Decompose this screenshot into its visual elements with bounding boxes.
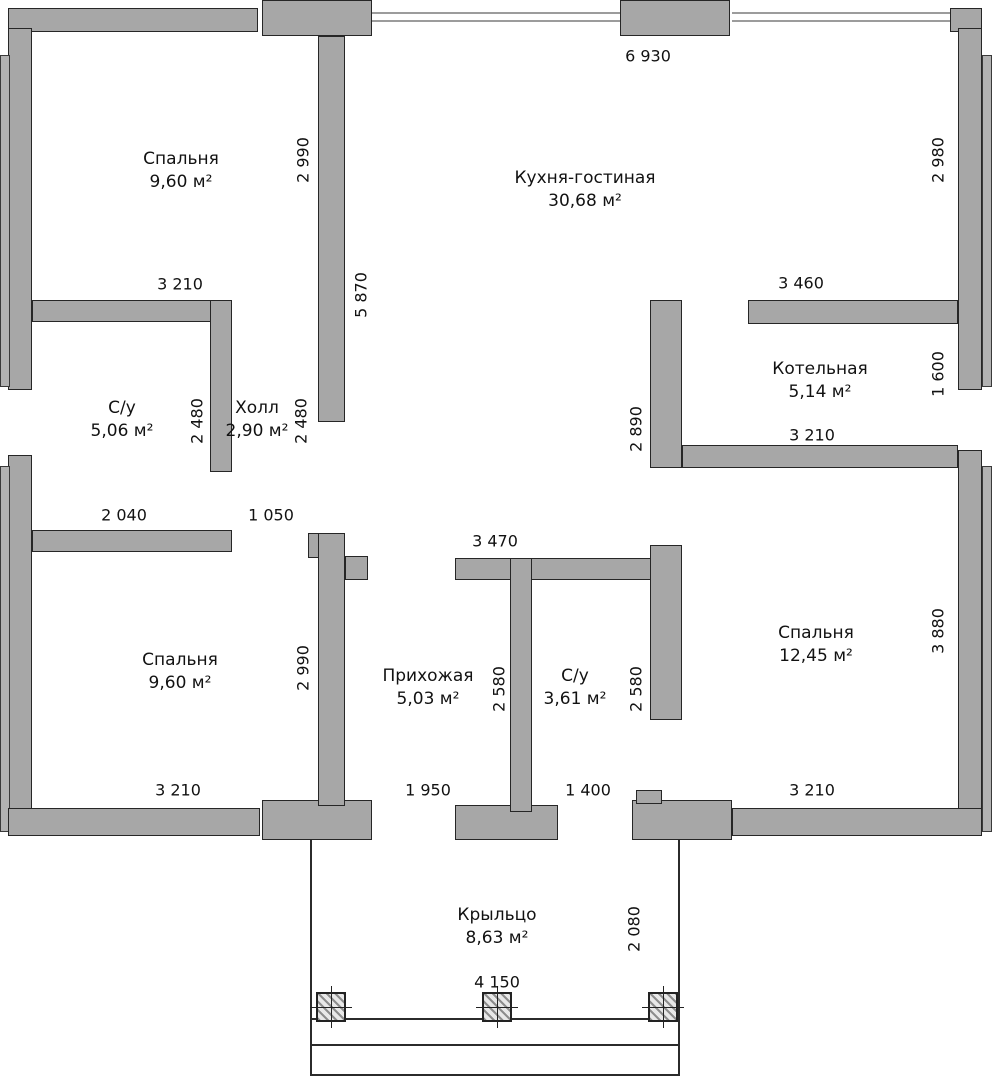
room-name: С/у xyxy=(561,666,589,686)
dim-label: 1 050 xyxy=(248,505,294,525)
room-label-bathroom-1: С/у 5,06 м² xyxy=(91,397,154,443)
dim-label: 2 480 xyxy=(291,398,311,444)
room-name: Прихожая xyxy=(382,666,474,686)
wall-center-lower-tab xyxy=(345,556,368,580)
room-area: 30,68 м² xyxy=(548,191,622,211)
window-top-kitchen-left xyxy=(372,12,620,22)
wall-bath1-right xyxy=(210,300,232,472)
room-label-bedroom-2: Спальня 9,60 м² xyxy=(142,649,218,695)
room-area: 9,60 м² xyxy=(149,172,213,192)
dim-label: 2 990 xyxy=(293,645,313,691)
wall-bath1-bottom xyxy=(32,530,232,552)
dim-label: 3 210 xyxy=(155,780,201,800)
dim-label: 3 880 xyxy=(928,608,948,654)
room-area: 3,61 м² xyxy=(543,689,607,709)
wall-bath2-left xyxy=(510,558,532,812)
dim-label: 1 400 xyxy=(565,780,611,800)
room-area: 5,14 м² xyxy=(788,382,852,402)
dim-label: 3 470 xyxy=(472,531,518,551)
room-label-entry: Прихожая 5,03 м² xyxy=(382,665,473,711)
room-label-porch: Крыльцо 8,63 м² xyxy=(457,904,536,950)
dim-label: 2 580 xyxy=(489,666,509,712)
porch-column-right xyxy=(642,986,684,1028)
room-area: 9,60 м² xyxy=(148,673,212,693)
wall-pier-bottom-left xyxy=(262,800,372,840)
wall-boiler-bottom xyxy=(682,445,958,468)
window-right-upper xyxy=(982,55,992,387)
room-area: 5,06 м² xyxy=(90,421,154,441)
wall-pier-top-right xyxy=(620,0,730,36)
room-area: 12,45 м² xyxy=(779,646,853,666)
wall-pier-bottom-right xyxy=(632,800,732,840)
dim-label: 4 150 xyxy=(474,972,520,992)
dim-label: 6 930 xyxy=(625,46,671,66)
dim-label: 1 950 xyxy=(405,780,451,800)
room-name: Котельная xyxy=(772,359,868,379)
dim-label: 2 080 xyxy=(624,906,644,952)
room-label-kitchen-living: Кухня-гостиная 30,68 м² xyxy=(514,167,655,213)
porch-right-edge xyxy=(678,840,680,1076)
room-area: 2,90 м² xyxy=(225,421,289,441)
wall-center-upper xyxy=(318,36,345,422)
room-label-bathroom-2: С/у 3,61 м² xyxy=(544,665,607,711)
room-name: Кухня-гостиная xyxy=(514,168,656,188)
wall-bottom-right xyxy=(732,808,982,836)
wall-bottom-left xyxy=(8,808,260,836)
porch-step-line-3 xyxy=(310,1074,680,1076)
dim-label: 1 600 xyxy=(928,351,948,397)
room-name: Спальня xyxy=(778,623,854,643)
room-name: Спальня xyxy=(143,149,219,169)
dim-label: 3 460 xyxy=(778,273,824,293)
wall-boiler-top xyxy=(748,300,958,324)
room-name: Крыльцо xyxy=(457,905,537,925)
room-label-bedroom-3: Спальня 12,45 м² xyxy=(778,622,854,668)
wall-pier-bottom-notch xyxy=(636,790,662,804)
room-label-hall: Холл 2,90 м² xyxy=(226,397,289,443)
wall-bath2-right xyxy=(650,545,682,720)
porch-step-line-2 xyxy=(310,1044,680,1046)
wall-left-upper xyxy=(8,28,32,390)
wall-boiler-left xyxy=(650,300,682,468)
dim-label: 2 890 xyxy=(626,406,646,452)
window-right-lower xyxy=(982,466,992,832)
dim-label: 2 480 xyxy=(187,398,207,444)
room-label-bedroom-1: Спальня 9,60 м² xyxy=(143,148,219,194)
porch-left-edge xyxy=(310,840,312,1076)
room-area: 5,03 м² xyxy=(396,689,460,709)
room-label-boiler: Котельная 5,14 м² xyxy=(772,358,867,404)
wall-right-upper xyxy=(958,28,982,390)
room-name: Спальня xyxy=(142,650,218,670)
dim-label: 5 870 xyxy=(351,272,371,318)
dim-label: 3 210 xyxy=(789,780,835,800)
wall-center-lower xyxy=(318,533,345,806)
window-left-upper xyxy=(0,55,10,387)
dim-label: 3 210 xyxy=(789,425,835,445)
room-name: Холл xyxy=(235,398,279,418)
room-name: С/у xyxy=(108,398,136,418)
wall-pier-top-left xyxy=(262,0,372,36)
porch-column-left xyxy=(310,986,352,1028)
wall-left-lower xyxy=(8,455,32,835)
dim-label: 2 580 xyxy=(626,666,646,712)
wall-bottom-mid xyxy=(455,805,558,840)
wall-entry-top xyxy=(455,558,655,580)
window-left-lower xyxy=(0,466,10,832)
window-top-kitchen-right xyxy=(732,12,950,22)
dim-label: 3 210 xyxy=(157,274,203,294)
dim-label: 2 980 xyxy=(928,137,948,183)
dim-label: 2 990 xyxy=(293,137,313,183)
room-area: 8,63 м² xyxy=(465,928,529,948)
wall-bed1-bottom xyxy=(32,300,232,322)
wall-right-lower xyxy=(958,450,982,835)
wall-top-left xyxy=(8,8,258,32)
dim-label: 2 040 xyxy=(101,505,147,525)
porch-column-center xyxy=(476,986,518,1028)
